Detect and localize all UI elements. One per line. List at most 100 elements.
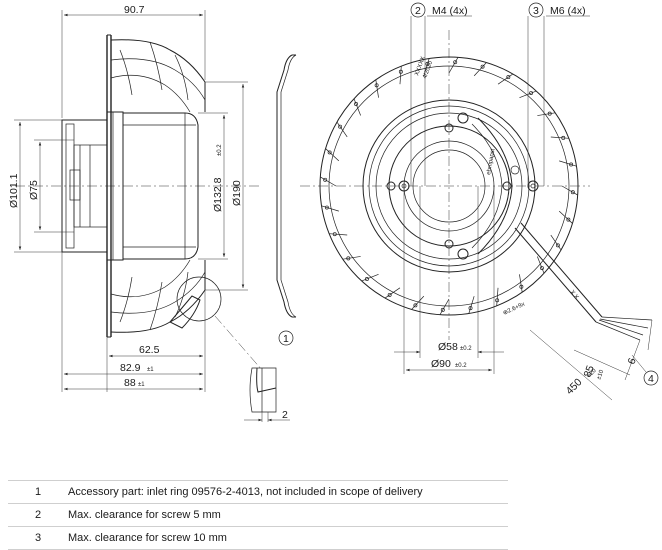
note-text: Max. clearance for screw 10 mm <box>68 532 227 544</box>
m4-screw-holes <box>386 123 512 249</box>
note-text: Max. clearance for screw 5 mm <box>68 509 221 521</box>
note-number: 2 <box>34 509 42 521</box>
blade-tip <box>336 121 348 138</box>
svg-text:Ø101.1: Ø101.1 <box>8 173 20 208</box>
svg-text:450: 450 <box>564 376 585 397</box>
callout-2: 2 <box>410 2 426 186</box>
motor-flange-ring-2 <box>375 112 523 260</box>
svg-text:88: 88 <box>124 377 136 389</box>
blade-tip <box>375 79 379 98</box>
svg-text:±1: ±1 <box>147 367 154 373</box>
svg-text:90.7: 90.7 <box>124 4 145 16</box>
svg-text:+20: +20 <box>586 368 598 380</box>
blade-rivet <box>440 307 445 312</box>
blade-rivet <box>413 303 418 308</box>
dim-d58: Ø58 ±0.2 <box>394 186 504 358</box>
blade-rivet <box>555 243 560 248</box>
svg-text:±1: ±1 <box>138 382 145 388</box>
blade-tip <box>423 58 430 76</box>
dim-cable-85: 85 ±10 <box>573 349 631 381</box>
rotor-face <box>388 125 510 247</box>
dim-d190: Ø190 <box>205 81 248 291</box>
blade-tip <box>321 205 339 212</box>
svg-text:±0.2: ±0.2 <box>217 144 223 156</box>
svg-text:6: 6 <box>626 356 639 366</box>
blade-tip <box>473 62 487 77</box>
svg-text:±0.2: ±0.2 <box>460 346 472 352</box>
dim-cable-450: 450 +20 <box>529 329 613 401</box>
blade-rivet <box>354 101 358 106</box>
blade-rivet <box>495 298 500 303</box>
blade-rivet <box>364 277 369 281</box>
blade-tip <box>550 234 562 251</box>
blade-rivet <box>540 266 544 271</box>
blade-tip <box>329 233 348 236</box>
blade-rivet <box>453 60 458 65</box>
blade-rivet <box>569 162 574 167</box>
impeller-outer-disc <box>319 56 579 316</box>
blade-tip-marks <box>320 57 578 315</box>
thread-label-m4: M4 (4x) <box>432 5 468 17</box>
note-number: 1 <box>34 486 42 498</box>
callout-4: 4 <box>631 354 659 386</box>
blade-rivet <box>519 284 524 289</box>
blade-rivet <box>480 64 485 69</box>
svg-text:4: 4 <box>648 373 654 385</box>
blade-tip <box>496 287 499 306</box>
dim-d90: Ø90 ±0.2 <box>403 186 495 374</box>
blade-rivet <box>566 217 571 222</box>
blade-rivet <box>398 69 403 74</box>
blade-tip <box>497 73 514 85</box>
svg-text:Ø75: Ø75 <box>28 180 40 200</box>
impeller-blades-upper <box>110 39 206 113</box>
cable-label: X X <box>568 289 579 300</box>
detail-circle <box>176 276 222 322</box>
svg-text:Ø190: Ø190 <box>231 180 243 206</box>
technical-drawing: 2 1 90.7 Ø101.1 Ø75 <box>8 2 659 422</box>
thread-label-m6: M6 (4x) <box>550 5 586 17</box>
blade-tip <box>361 274 379 282</box>
dim-d75: Ø75 <box>28 139 74 233</box>
blade-rivet <box>327 150 332 155</box>
notes-table: 1 Accessory part: inlet ring 09576-2-401… <box>8 480 508 550</box>
motor-flange-ring <box>368 105 530 267</box>
svg-text:2: 2 <box>415 5 421 17</box>
svg-text:Ø58: Ø58 <box>438 341 458 353</box>
blade-tip <box>468 296 475 314</box>
hub-inner <box>412 149 486 223</box>
blade-rivet <box>468 306 473 311</box>
blade-tip <box>561 185 578 196</box>
blade-rivet <box>387 292 392 297</box>
svg-text:62.5: 62.5 <box>139 344 160 356</box>
note-number: 3 <box>34 532 42 544</box>
svg-text:±0.2: ±0.2 <box>455 363 467 369</box>
blade-rivet <box>332 232 337 237</box>
blade-tip <box>320 176 337 187</box>
note-text: Accessory part: inlet ring 09576-2-4013,… <box>68 486 423 498</box>
front-view: XXXXX 4/2020 ebmpapst ⊕2.6+9x X X 2 M4 (… <box>300 2 659 401</box>
blade-rivet <box>529 91 534 95</box>
blade-tip <box>384 287 401 299</box>
dim-d101: Ø101.1 <box>8 119 62 253</box>
blade-tip <box>537 256 545 274</box>
blade-tip <box>399 66 402 85</box>
note-row: 3 Max. clearance for screw 10 mm <box>8 526 508 550</box>
svg-text:3: 3 <box>533 5 539 17</box>
dim-depth-62: 62.5 <box>106 290 206 392</box>
blade-rivet <box>561 135 566 140</box>
blade-tip <box>559 160 577 167</box>
blade-tip <box>519 274 523 293</box>
label-brand: ebmpapst <box>486 148 497 175</box>
note-row: 1 Accessory part: inlet ring 09576-2-401… <box>8 480 508 503</box>
blade-tip <box>448 57 459 74</box>
blade-tip <box>550 136 569 139</box>
blade-rivet <box>570 190 575 195</box>
grommet <box>510 165 520 175</box>
blade-rivet <box>547 111 552 116</box>
svg-text:±10: ±10 <box>596 369 605 381</box>
blade-tip <box>342 256 361 260</box>
dim-overall-depth: 90.7 <box>61 4 206 118</box>
svg-text:82.9: 82.9 <box>120 362 141 374</box>
blade-tip <box>537 112 556 116</box>
cable: X X <box>514 222 653 341</box>
